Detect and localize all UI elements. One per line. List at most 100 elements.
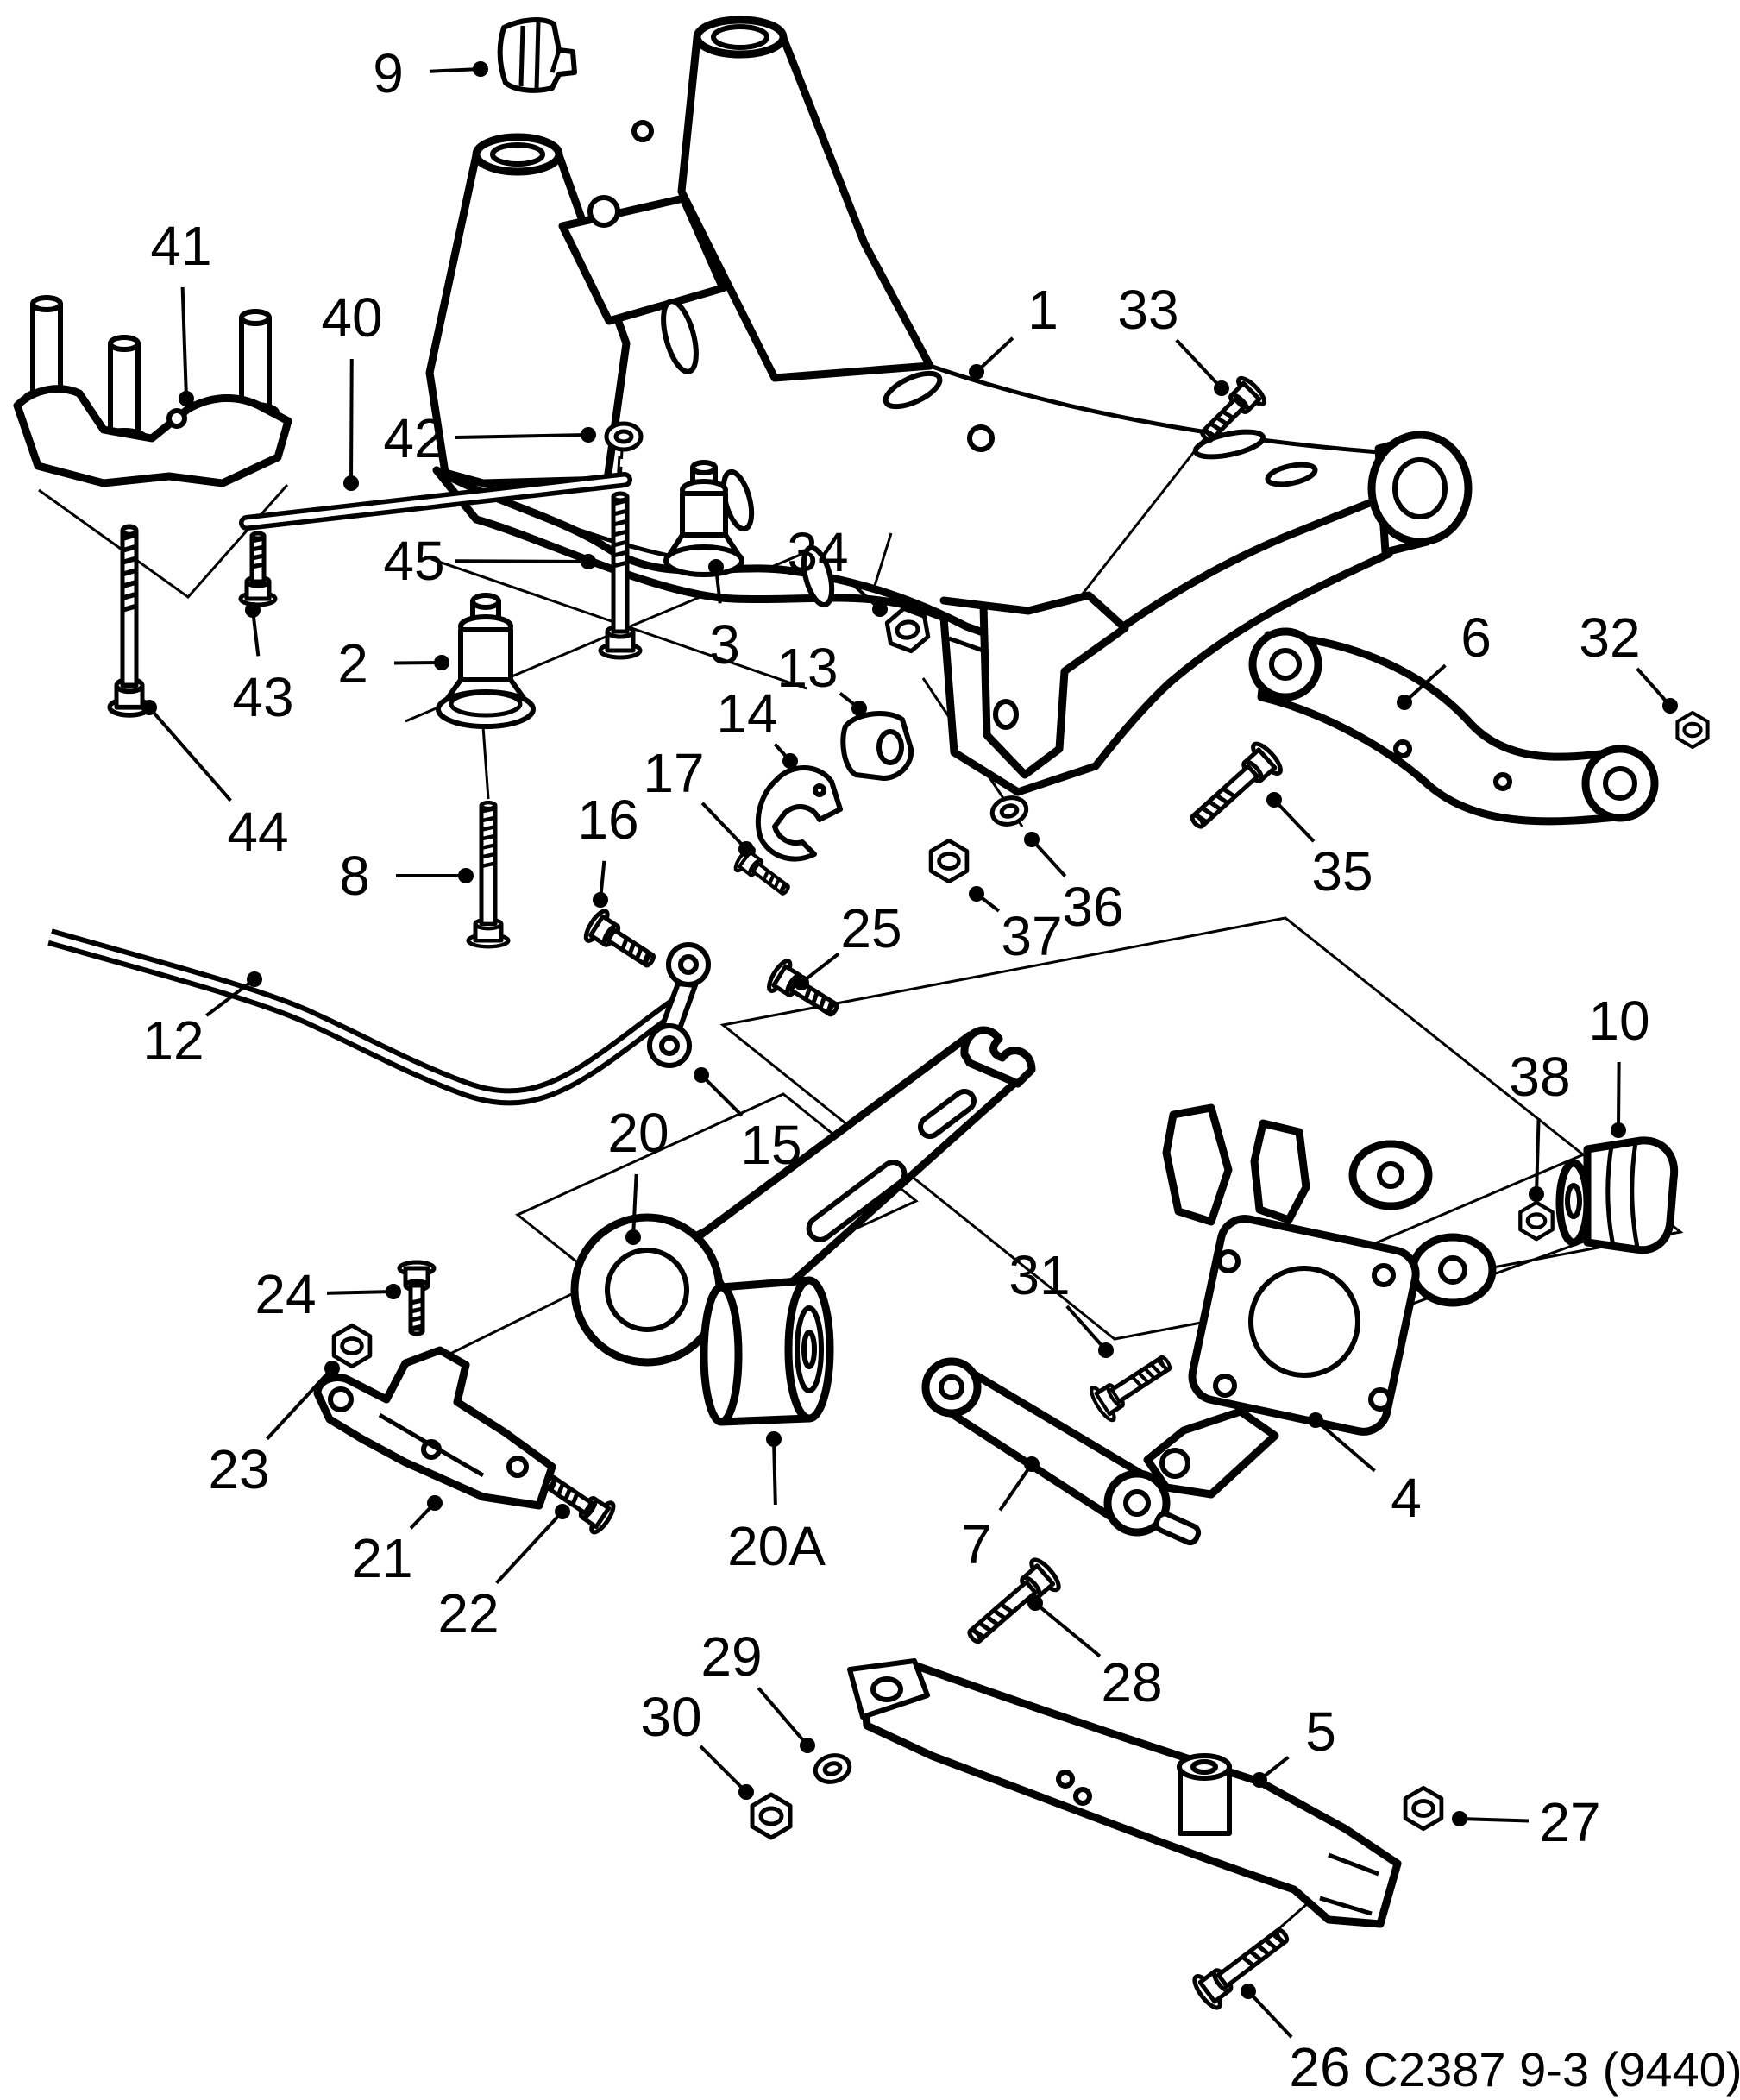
bolt-26 — [1190, 1919, 1296, 2011]
bolt-44 — [110, 526, 149, 715]
callout-25[interactable]: 25 — [794, 897, 902, 990]
part-number-label: 38 — [1509, 1046, 1570, 1108]
callout-21[interactable]: 21 — [351, 1495, 443, 1589]
callout-37[interactable]: 37 — [969, 886, 1063, 967]
leader-dot — [1098, 1342, 1114, 1358]
callout-40[interactable]: 40 — [321, 286, 383, 491]
leader-dot — [555, 1504, 570, 1519]
callout-4[interactable]: 4 — [1308, 1412, 1422, 1529]
leader-dot — [708, 559, 724, 575]
callout-26[interactable]: 26 — [1241, 1984, 1351, 2098]
callout-20A[interactable]: 20A — [727, 1431, 826, 1577]
callout-35[interactable]: 35 — [1266, 792, 1373, 902]
callout-17[interactable]: 17 — [643, 742, 754, 857]
leader-line — [1403, 663, 1447, 704]
leader-line — [1459, 1817, 1530, 1823]
part-number-label: 7 — [961, 1513, 992, 1575]
part-number-label: 25 — [840, 897, 901, 959]
leader-dot — [434, 655, 449, 670]
part-number-label: 43 — [232, 666, 293, 728]
callout-34[interactable]: 34 — [787, 521, 888, 617]
callout-23[interactable]: 23 — [208, 1361, 340, 1500]
leader-dot — [343, 475, 359, 491]
stabilizer-bushing — [840, 711, 914, 781]
callout-6[interactable]: 6 — [1397, 607, 1492, 710]
leader-line — [772, 1438, 777, 1506]
callout-31[interactable]: 31 — [1008, 1244, 1114, 1358]
leader-dot — [1266, 792, 1282, 808]
part-number-label: 13 — [776, 637, 838, 699]
callout-9[interactable]: 9 — [373, 42, 488, 104]
stabilizer-bar — [47, 928, 691, 1106]
callout-28[interactable]: 28 — [1027, 1595, 1163, 1713]
leader-dot — [1241, 1984, 1256, 1999]
part-number-label: 22 — [437, 1582, 499, 1644]
callout-29[interactable]: 29 — [700, 1625, 815, 1753]
leader-dot — [969, 886, 984, 902]
callout-38[interactable]: 38 — [1509, 1046, 1571, 1202]
callout-5[interactable]: 5 — [1252, 1701, 1336, 1788]
callout-7[interactable]: 7 — [961, 1456, 1040, 1575]
callout-1[interactable]: 1 — [969, 279, 1058, 380]
leader-line — [800, 952, 840, 984]
part-number-label: 1 — [1027, 279, 1058, 341]
leader-line — [1175, 338, 1223, 390]
leader-dot — [247, 971, 262, 987]
leader-dot — [851, 701, 867, 716]
callout-14[interactable]: 14 — [716, 682, 798, 769]
callout-41[interactable]: 41 — [150, 215, 212, 406]
callout-44[interactable]: 44 — [141, 700, 289, 863]
callout-13[interactable]: 13 — [776, 637, 867, 716]
part-number-label: 23 — [208, 1438, 269, 1500]
callout-30[interactable]: 30 — [640, 1686, 754, 1800]
callout-3[interactable]: 3 — [708, 559, 740, 676]
part-number-label: 5 — [1305, 1701, 1336, 1763]
leader-line — [429, 67, 481, 73]
leader-dot — [581, 427, 596, 443]
leader-dot — [766, 1431, 782, 1447]
callout-22[interactable]: 22 — [437, 1504, 570, 1644]
washer-29 — [813, 1751, 852, 1785]
callout-20[interactable]: 20 — [607, 1102, 669, 1245]
part-number-label: 28 — [1101, 1651, 1162, 1713]
trailing-arm-bushing — [700, 1276, 834, 1426]
part-number-label: 10 — [1588, 990, 1649, 1052]
subframe-bushing-front — [436, 593, 536, 729]
leader-line — [700, 1073, 744, 1117]
leader-dot — [1397, 695, 1412, 710]
leader-dot — [1214, 380, 1229, 396]
callout-15[interactable]: 15 — [694, 1067, 802, 1176]
leader-dot — [1027, 1595, 1043, 1611]
callout-32[interactable]: 32 — [1579, 607, 1678, 714]
part-number-label: 40 — [321, 286, 382, 349]
leader-dot — [593, 892, 608, 908]
leader-line — [1030, 838, 1067, 877]
callout-36[interactable]: 36 — [1024, 832, 1124, 938]
leader-line — [975, 336, 1014, 374]
part-number-label: 34 — [787, 521, 848, 583]
callout-42[interactable]: 42 — [383, 407, 596, 469]
leader-dot — [625, 1229, 641, 1245]
part-number-label: 26 — [1289, 2036, 1350, 2098]
part-number-label: 42 — [383, 407, 444, 469]
leader-dot — [1024, 832, 1040, 847]
part-number-label: 29 — [700, 1625, 762, 1688]
callout-43[interactable]: 43 — [232, 602, 294, 728]
leader-line — [455, 559, 589, 563]
callout-24[interactable]: 24 — [254, 1263, 401, 1325]
leader-line — [326, 1290, 394, 1295]
callout-45[interactable]: 45 — [383, 530, 596, 592]
leader-dot — [473, 61, 488, 77]
callout-33[interactable]: 33 — [1117, 279, 1229, 396]
callout-2[interactable]: 2 — [337, 632, 449, 695]
bolt-16 — [582, 909, 661, 977]
leader-dot — [386, 1284, 401, 1299]
callout-10[interactable]: 10 — [1588, 990, 1650, 1138]
callout-12[interactable]: 12 — [142, 971, 262, 1072]
callout-27[interactable]: 27 — [1452, 1791, 1601, 1853]
part-number-label: 20A — [727, 1515, 826, 1577]
callout-8[interactable]: 8 — [339, 845, 474, 907]
leader-line — [1535, 1117, 1541, 1195]
leader-dot — [1662, 698, 1678, 714]
callout-16[interactable]: 16 — [577, 789, 639, 908]
